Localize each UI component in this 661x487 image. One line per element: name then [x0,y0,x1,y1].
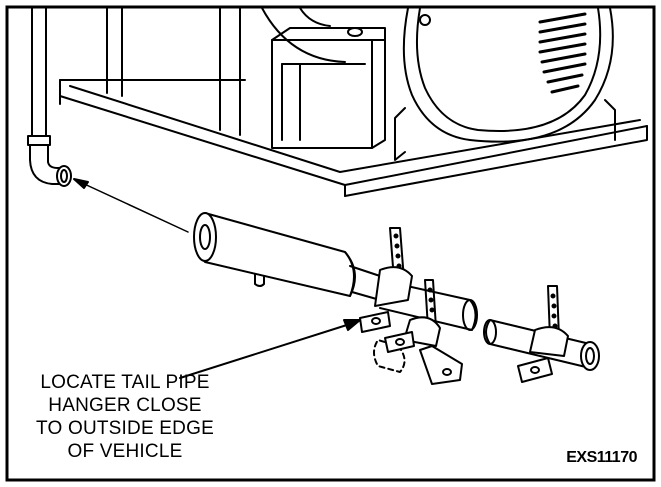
callout-line: OF VEHICLE [67,441,183,462]
generator-vents [538,12,587,94]
assembly-arrow [73,178,189,233]
vertical-pipe-elbow [27,7,72,187]
generator-skid [59,7,648,197]
tail-pipe-hanger-right [517,285,569,383]
figure-id-label: EXS11170 [566,449,637,466]
muffler [193,212,381,301]
tail-pipe-hanger [359,227,463,385]
diagram-frame [5,5,656,482]
callout-leader [179,319,361,379]
callout-line: TO OUTSIDE EDGE [36,418,214,439]
callout-line: HANGER CLOSE [48,395,202,416]
callout-text: LOCATE TAIL PIPE HANGER CLOSE TO OUTSIDE… [20,371,230,463]
tail-pipe [373,279,600,373]
callout-line: LOCATE TAIL PIPE [40,372,210,393]
